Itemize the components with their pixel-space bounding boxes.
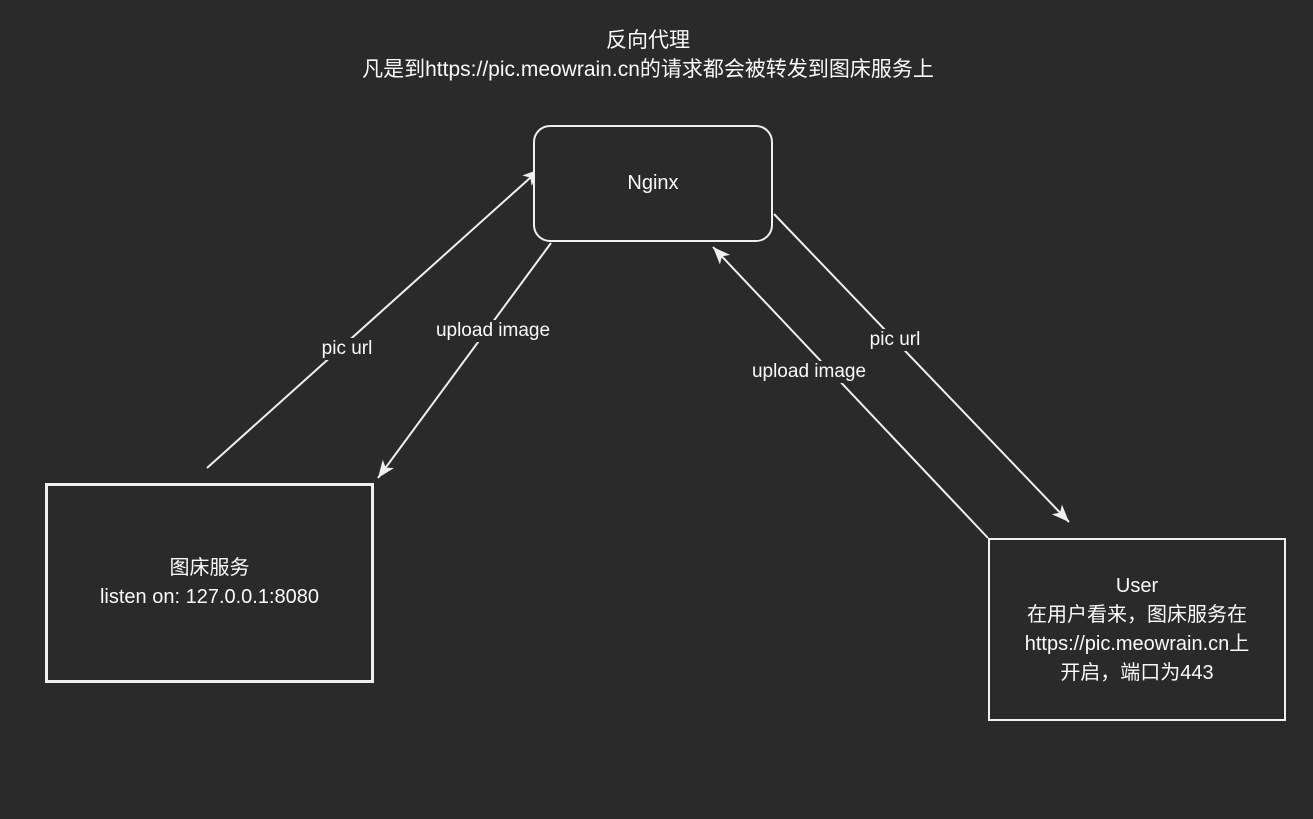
arrow-pic-url-nginx-to-user: [773, 213, 1070, 523]
edge-label-upload-image-right: upload image: [749, 361, 869, 383]
node-nginx: Nginx: [533, 125, 773, 242]
edge-label-pic-url-right: pic url: [867, 329, 923, 351]
diagram-subtitle: 凡是到https://pic.meowrain.cn的请求都会被转发到图床服务上: [362, 58, 934, 81]
edge-label-upload-image-left: upload image: [433, 320, 553, 342]
node-user-desc-1: 在用户看来，图床服务在: [1027, 603, 1247, 626]
arrow-upload-image-user-to-nginx: [712, 246, 989, 539]
node-user-desc-3: 开启，端口为443: [1060, 661, 1214, 684]
node-image-service: 图床服务 listen on: 127.0.0.1:8080: [45, 483, 374, 683]
node-user-desc-2: https://pic.meowrain.cn上: [1024, 632, 1250, 655]
arrow-pic-url-service-to-nginx: [206, 168, 541, 469]
arrow-upload-image-nginx-to-service: [377, 242, 552, 479]
node-user: User 在用户看来，图床服务在 https://pic.meowrain.cn…: [988, 538, 1286, 721]
node-nginx-label: Nginx: [627, 172, 679, 194]
node-user-title: User: [1115, 574, 1159, 597]
node-image-service-title: 图床服务: [169, 557, 250, 579]
diagram-title: 反向代理: [605, 29, 690, 52]
title-block: 反向代理 凡是到https://pic.meowrain.cn的请求都会被转发到…: [362, 26, 934, 84]
edge-label-pic-url-left: pic url: [319, 338, 375, 360]
node-image-service-listen: listen on: 127.0.0.1:8080: [99, 586, 320, 608]
